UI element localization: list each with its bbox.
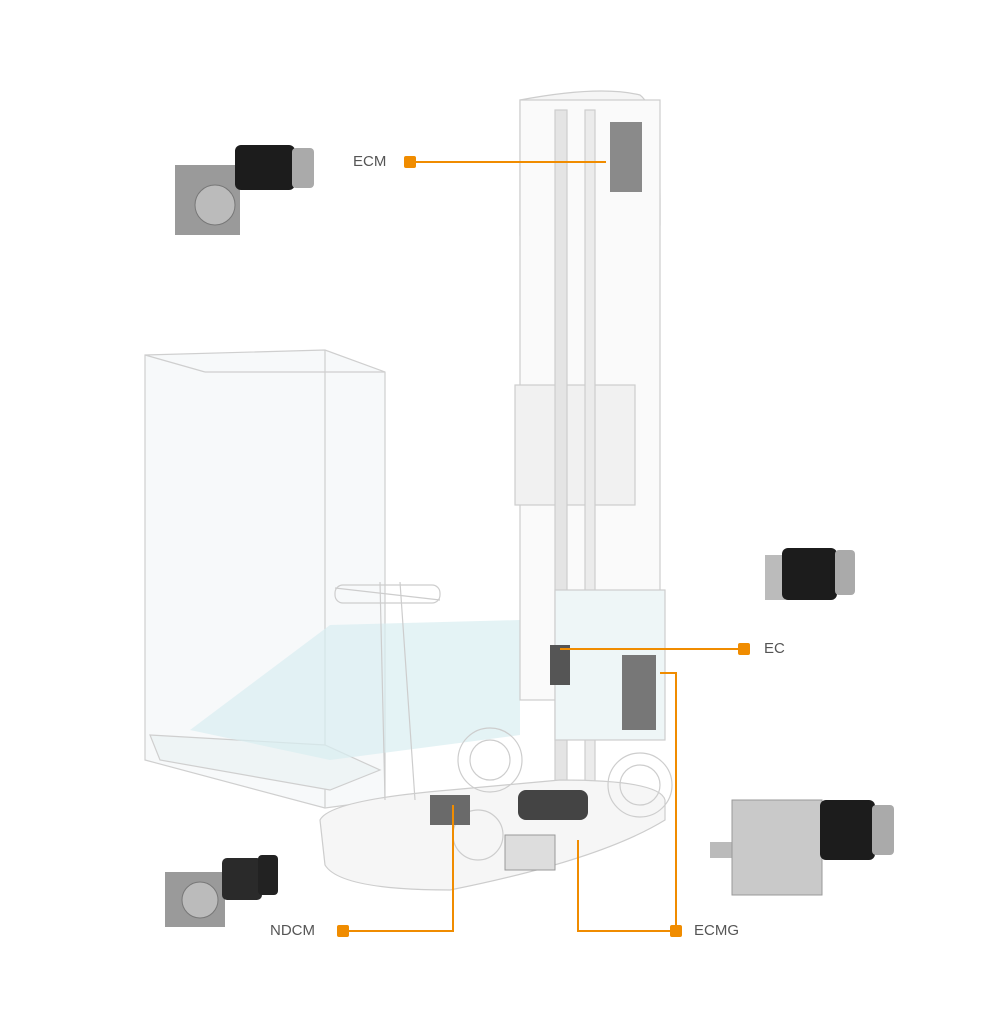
embedded-motors xyxy=(430,122,656,871)
motor-ecm-product xyxy=(175,145,314,235)
label-ec: EC xyxy=(764,640,785,657)
label-ecmg: ECMG xyxy=(694,922,739,939)
transparent-cabinet xyxy=(144,349,520,809)
motor-ndcm-product xyxy=(165,855,278,927)
callout-lines xyxy=(343,161,744,932)
callout-markers xyxy=(337,156,750,937)
motor-ec-product xyxy=(765,548,855,600)
motor-ecmg-product xyxy=(710,799,894,896)
label-ndcm: NDCM xyxy=(270,922,315,939)
label-ecm: ECM xyxy=(353,153,387,170)
